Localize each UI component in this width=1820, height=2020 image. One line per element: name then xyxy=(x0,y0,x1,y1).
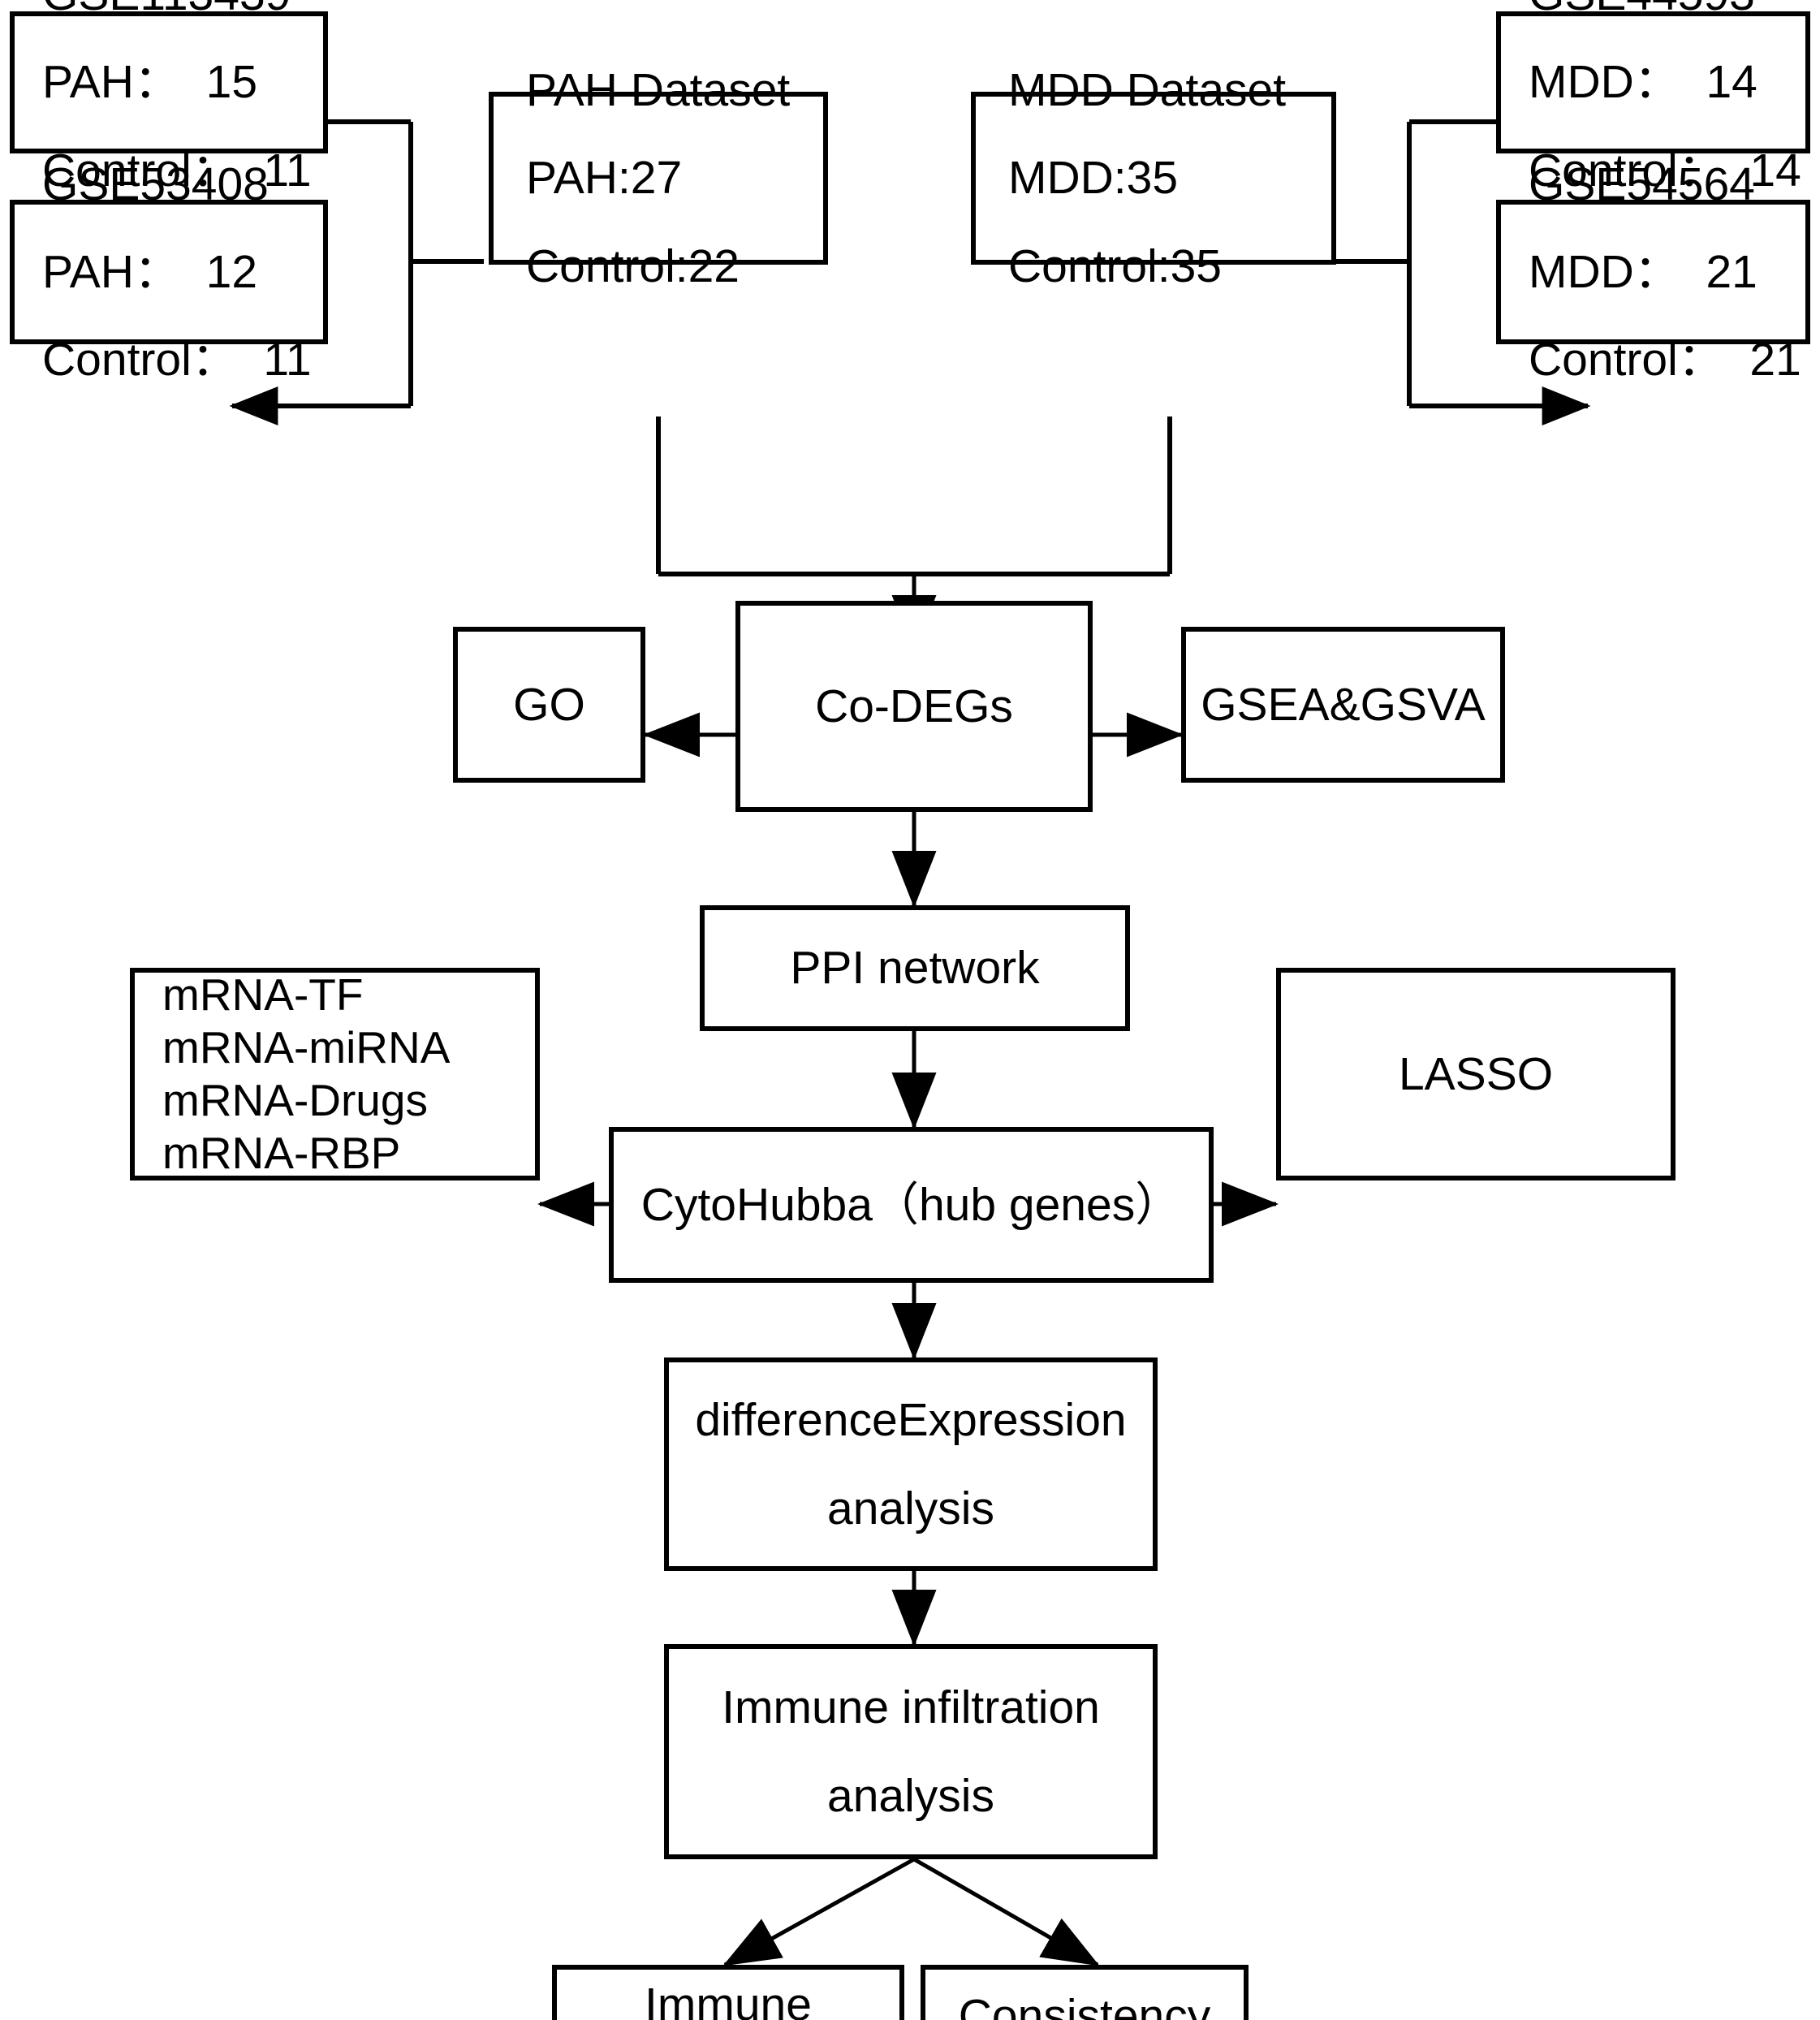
node-mrna-targets[interactable]: mRNA-TF mRNA-miRNA mRNA-Drugs mRNA-RBP xyxy=(130,968,540,1180)
gse54564-line3: Control： 21 xyxy=(1529,334,1801,386)
node-difference-expression-analysis[interactable]: differenceExpression analysis xyxy=(664,1357,1158,1571)
mrna-drugs: mRNA-Drugs xyxy=(162,1075,428,1125)
immune-infil-line1: Immune infiltration xyxy=(722,1681,1100,1734)
node-ppi-network[interactable]: PPI network xyxy=(700,905,1130,1031)
node-immune-infiltration-analysis[interactable]: Immune infiltration analysis xyxy=(664,1644,1158,1859)
cytohubba-label: CytoHubba（hub genes） xyxy=(640,1178,1182,1231)
immune-ssgsea-line1: Immune xyxy=(645,1979,812,2020)
mrna-rbp: mRNA-RBP xyxy=(162,1127,401,1178)
node-cytohubba[interactable]: CytoHubba（hub genes） xyxy=(609,1127,1214,1283)
node-lasso[interactable]: LASSO xyxy=(1276,968,1676,1180)
gse54564-line2: MDD： 21 xyxy=(1529,245,1757,298)
pah-dataset-title: PAH Dataset xyxy=(526,64,791,117)
connector-immune-to-ssgsea xyxy=(722,1857,916,1967)
node-mdd-dataset[interactable]: MDD Dataset MDD:35 Control:35 xyxy=(971,64,1336,292)
gse44593-line3: Control： 14 xyxy=(1529,144,1801,196)
connector-datasets-to-codegs xyxy=(656,417,1172,576)
mdd-dataset-title: MDD Dataset xyxy=(1008,64,1287,117)
ppi-network-label: PPI network xyxy=(790,942,1040,995)
node-gse54564[interactable]: GSE54564 MDD： 21 Control： 21 xyxy=(1496,158,1810,386)
go-label: GO xyxy=(513,678,585,731)
node-immune-ssgsea-cibersort[interactable]: Immune SSGSEA& CIBERSORT xyxy=(552,1965,904,2020)
gsea-gsva-label: GSEA&GSVA xyxy=(1201,678,1486,731)
co-degs-label: Co-DEGs xyxy=(815,680,1013,732)
gse53408-line2: PAH： 12 xyxy=(42,245,258,298)
gse113439-line1: GSE113439 xyxy=(42,0,323,38)
mdd-dataset-cases: MDD:35 xyxy=(1008,152,1179,205)
node-pah-dataset[interactable]: PAH Dataset PAH:27 Control:22 xyxy=(489,64,828,292)
pah-dataset-controls: Control:22 xyxy=(526,240,740,292)
node-gse44593[interactable]: GSE44593 MDD： 14 Control： 14 xyxy=(1496,0,1810,196)
consistency-line1: Consistency xyxy=(958,1989,1211,2020)
gse113439-line3: Control： 11 xyxy=(42,144,312,196)
diff-expr-line1: differenceExpression xyxy=(695,1394,1127,1447)
immune-infil-line2: analysis xyxy=(827,1769,994,1822)
node-gsea-gsva[interactable]: GSEA&GSVA xyxy=(1181,627,1505,783)
node-co-degs[interactable]: Co-DEGs xyxy=(735,601,1093,812)
gse113439-line2: PAH： 15 xyxy=(42,56,258,109)
diff-expr-line2: analysis xyxy=(827,1482,994,1534)
gse44593-line2: MDD： 14 xyxy=(1529,56,1757,109)
node-consistency-clustering[interactable]: Consistency clustering xyxy=(921,1965,1249,2020)
mrna-tf: mRNA-TF xyxy=(162,969,364,1021)
gse53408-line1: GSE53408 xyxy=(42,158,269,210)
pah-dataset-cases: PAH:27 xyxy=(526,152,683,205)
gse54564-line1: GSE54564 xyxy=(1529,158,1755,210)
connector-immune-to-consistency xyxy=(912,1857,1100,1967)
mrna-mirna: mRNA-miRNA xyxy=(162,1022,451,1073)
mdd-dataset-controls: Control:35 xyxy=(1008,240,1222,292)
lasso-label: LASSO xyxy=(1398,1047,1554,1100)
gse44593-line1: GSE44593 xyxy=(1529,0,1805,38)
node-gse53408[interactable]: GSE53408 PAH： 12 Control： 11 xyxy=(10,158,328,386)
node-gse113439[interactable]: GSE113439 PAH： 15 Control： 11 xyxy=(10,0,328,196)
gse53408-line3: Control： 11 xyxy=(42,334,312,386)
node-go[interactable]: GO xyxy=(453,627,645,783)
